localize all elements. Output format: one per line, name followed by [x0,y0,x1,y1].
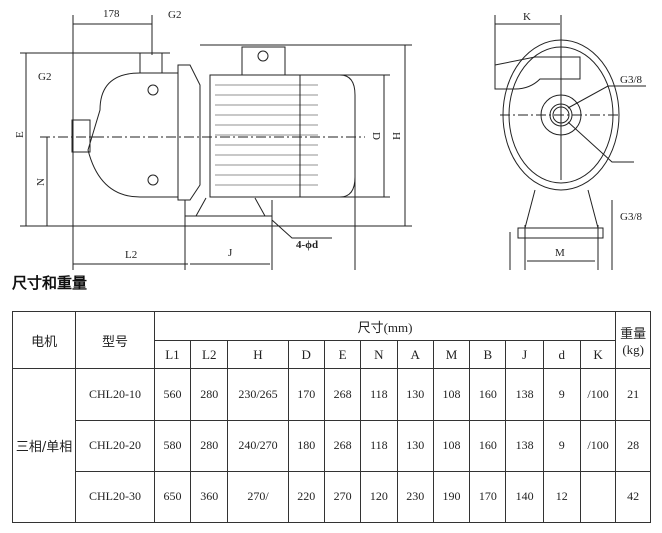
column-header-h: H [227,340,289,370]
dimension-cell: 220 [287,470,325,524]
dimension-cell: 138 [505,419,544,472]
weight-unit: (kg) [622,341,644,357]
pump-dimension-drawing: 178 G2 G2 E N D H L2 J B L1 4-ϕd K G3/8 … [14,8,646,270]
dimension-cell: 190 [432,470,471,524]
dimension-cell: 138 [505,368,544,421]
h-label: H [390,132,402,140]
g38-bottom-label: G3/8 [620,211,643,223]
column-header-n: N [360,340,398,370]
model-cell: CHL20-30 [75,470,155,524]
dimension-cell: 180 [287,419,325,472]
dimension-cell: 270/ [227,470,289,524]
dimension-cell: 130 [396,368,434,421]
dimension-cell: 108 [432,419,471,472]
weight-label: 重量 [620,326,647,342]
weight-cell: 28 [615,419,651,472]
dimension-cell: 118 [360,368,398,421]
g38-top-label: G3/8 [620,74,643,86]
g2-left-label: G2 [38,71,51,83]
dimension-cell: 130 [396,419,434,472]
column-header-l1: L1 [153,340,192,370]
dimension-cell: 12 [542,470,581,524]
header-dimensions: 尺寸(mm) [153,310,617,342]
column-header-j: J [505,340,544,370]
weight-cell: 21 [615,368,651,421]
dimension-cell: 280 [190,368,229,421]
model-cell: CHL20-20 [75,419,155,472]
dimension-cell: 120 [360,470,398,524]
dimension-cell: 270 [323,470,362,524]
dimension-cell: 268 [323,368,362,421]
column-header-a: A [396,340,434,370]
holes-label: 4-ϕd [296,239,318,251]
dimension-cell: 170 [469,470,507,524]
dimension-cell: 160 [469,419,507,472]
dimension-cell: 160 [469,368,507,421]
dimension-cell [579,470,617,524]
g2-top-label: G2 [168,9,181,21]
dimension-cell: 118 [360,419,398,472]
dim-178-label: 178 [103,8,120,20]
column-header-d: D [287,340,325,370]
dimension-cell: /100 [579,368,617,421]
header-model: 型号 [75,310,155,370]
column-header-e: E [323,340,362,370]
dimension-cell: 268 [323,419,362,472]
dimension-cell: /100 [579,419,617,472]
n-label: N [35,178,47,186]
dimension-cell: 280 [190,419,229,472]
dimension-cell: 580 [153,419,192,472]
dimension-cell: 108 [432,368,471,421]
dimension-cell: 9 [542,368,581,421]
column-header-m: M [432,340,471,370]
dimension-cell: 170 [287,368,325,421]
dimension-cell: 360 [190,470,229,524]
m-label: M [555,247,565,259]
header-weight: 重量(kg) [615,310,651,370]
dimension-cell: 650 [153,470,192,524]
column-header-k: K [579,340,617,370]
dimension-cell: 230/265 [227,368,289,421]
section-title: 尺寸和重量 [12,274,88,292]
column-header-l2: L2 [190,340,229,370]
header-motor: 电机 [11,310,77,370]
k-label: K [523,11,531,23]
column-header-b: B [469,340,507,370]
dimension-cell: 140 [505,470,544,524]
weight-cell: 42 [615,470,651,524]
l2-label: L2 [125,249,137,261]
dimension-cell: 240/270 [227,419,289,472]
dimension-cell: 230 [396,470,434,524]
motor-type-cell: 三相/单相 [11,368,77,523]
j-label: J [228,247,233,259]
model-cell: CHL20-10 [75,368,155,421]
dimension-cell: 9 [542,419,581,472]
dimension-cell: 560 [153,368,192,421]
d-label: D [370,132,382,140]
e-label: E [14,131,26,138]
column-header-d: d [542,340,581,370]
